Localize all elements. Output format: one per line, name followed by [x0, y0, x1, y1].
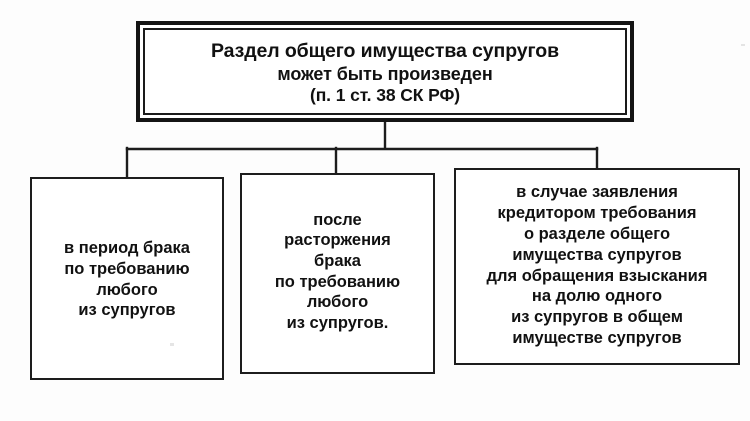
scan-artifact-2 [170, 343, 174, 346]
root-node: Раздел общего имущества супругов может б… [136, 21, 634, 122]
branch-node-3: в случае заявления кредитором требования… [454, 168, 740, 365]
root-title-line-2: может быть произведен [277, 63, 493, 84]
branch-node-2: после расторжения брака по требованию лю… [240, 173, 435, 374]
scan-artifact-1 [741, 44, 745, 46]
root-title-line-1: Раздел общего имущества супругов [211, 39, 559, 62]
branch-node-2-label: после расторжения брака по требованию лю… [274, 210, 401, 332]
root-node-inner-border: Раздел общего имущества супругов может б… [143, 28, 627, 115]
branch-node-1: в период брака по требованию любого из с… [30, 177, 224, 380]
branch-node-3-label: в случае заявления кредитором требования… [486, 183, 708, 347]
root-title-line-3: (п. 1 ст. 38 СК РФ) [309, 84, 461, 105]
branch-node-1-label: в период брака по требованию любого из с… [64, 239, 190, 320]
